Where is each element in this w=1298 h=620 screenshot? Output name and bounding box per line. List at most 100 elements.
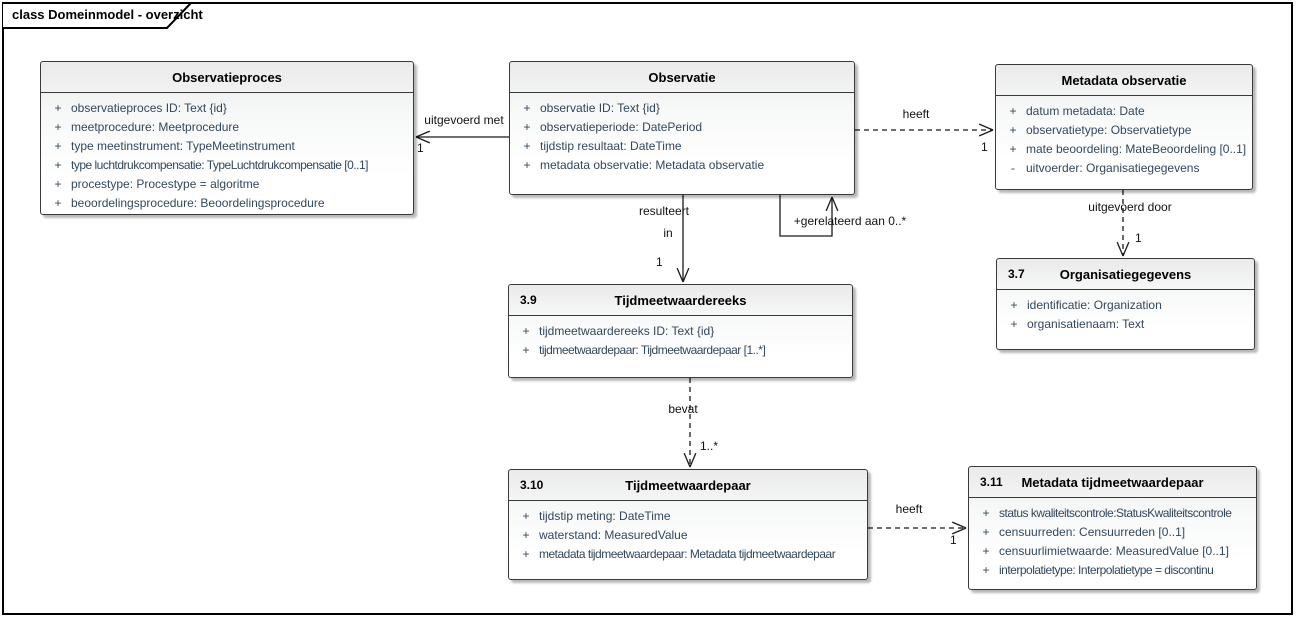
attribute-text: datum metadata: Date <box>1026 104 1145 118</box>
attribute-text: tijdstip meting: DateTime <box>539 509 671 523</box>
class-box-metadata-tijdmeetwaardepaar[interactable]: 3.11 Metadata tijdmeetwaardepaar + status k… <box>968 466 1257 590</box>
visibility-symbol: + <box>982 525 990 539</box>
arrowhead-uitgevoerd-met <box>415 130 431 138</box>
attribute-text: tijdstip resultaat: DateTime <box>540 139 682 153</box>
attribute-text: waterstand: MeasuredValue <box>539 528 688 542</box>
connector-label: heeft <box>902 107 930 121</box>
arrowhead-uitgevoerd-door <box>1116 241 1124 257</box>
arrowhead-gerelateerd-aan <box>831 196 839 212</box>
attribute-row: + interpolatietype: Interpolatietype = di… <box>969 561 1256 580</box>
visibility-symbol: + <box>982 506 990 520</box>
attribute-row: + type luchtdrukcompensatie: TypeLuchtdru… <box>41 156 413 175</box>
class-box-organisatiegegevens[interactable]: 3.7 Organisatiegegevens + identificatie: Or… <box>996 258 1255 350</box>
class-title: Tijdmeetwaardepaar <box>625 477 751 493</box>
visibility-symbol: + <box>54 196 62 210</box>
attribute-compartment: + identificatie: Organization +organisatie… <box>997 290 1254 334</box>
attribute-row: +procestype: Procestype = algoritme <box>41 175 413 194</box>
attribute-row: +type meetinstrument: TypeMeetinstrument <box>41 137 413 156</box>
connector-gerelateerd-aan[interactable] <box>779 195 833 237</box>
attribute-text: identificatie: Organization <box>1027 298 1162 312</box>
attribute-text: metadata tijdmeetwaardepaar: Metadata ti… <box>539 547 836 561</box>
arrowhead-uitgevoerd-door <box>1122 241 1130 257</box>
class-number: 3.11 <box>980 475 1003 489</box>
class-title: Metadata tijdmeetwaardepaar <box>1021 474 1204 490</box>
attribute-text: uitvoerder: Organisatiegegevens <box>1026 161 1200 175</box>
multiplicity-label: 1..* <box>700 439 719 453</box>
attribute-text: beoordelingsprocedure: Beoordelingsproce… <box>71 196 325 210</box>
multiplicity-label: 1 <box>1135 231 1142 245</box>
arrowhead-heeft-tijdmeetwaardepaar <box>951 521 967 529</box>
class-number: 3.9 <box>520 293 537 307</box>
visibility-symbol: + <box>982 544 990 558</box>
class-box-observatieproces[interactable]: Observatieproces+observatieproces ID: Te… <box>40 61 414 215</box>
attribute-row: +tijdmeetwaardereeks ID: Text {id} <box>509 322 852 341</box>
frame-tab-label: class Domeinmodel - overzicht <box>12 7 203 22</box>
class-header-observatie: Observatie <box>510 62 854 93</box>
visibility-symbol: + <box>1009 104 1017 118</box>
attribute-text: interpolatietype: Interpolatietype = dis… <box>999 563 1214 577</box>
connector-label: in <box>663 226 673 240</box>
connector-label: resulteert <box>638 204 690 218</box>
connector-label: bevat <box>668 402 698 416</box>
multiplicity-label: 1 <box>417 141 424 155</box>
attribute-text: tijdmeetwaardereeks ID: Text {id} <box>539 324 715 338</box>
attribute-text: type meetinstrument: TypeMeetinstrument <box>71 139 295 153</box>
connector-label: uitgevoerd met <box>424 113 504 127</box>
attribute-text: type luchtdrukcompensatie: TypeLuchtdruk… <box>71 158 368 172</box>
class-box-metadata-observatie[interactable]: Metadata observatie + datum metadata: Date… <box>995 64 1253 190</box>
frame-name-tab <box>2 2 194 29</box>
arrowhead-heeft-observatie <box>978 123 994 131</box>
visibility-symbol: + <box>54 158 62 172</box>
class-header-metadata-tijdmeetwaardepaar: 3.11 Metadata tijdmeetwaardepaar <box>969 467 1256 498</box>
connector-label: +gerelateerd aan 0..* <box>793 214 907 228</box>
attribute-row: +waterstand: MeasuredValue <box>509 526 867 545</box>
arrowhead-resulteert-in <box>682 267 690 283</box>
visibility-symbol: + <box>522 343 530 357</box>
attribute-row: +observatie ID: Text {id} <box>510 99 854 118</box>
attribute-text: tijdmeetwaardepaar: Tijdmeetwaardepaar [… <box>539 343 766 357</box>
attribute-row: +meetprocedure: Meetprocedure <box>41 118 413 137</box>
attribute-text: censuurlimietwaarde: MeasuredValue [0..1… <box>999 544 1229 558</box>
visibility-symbol: + <box>522 509 530 523</box>
visibility-symbol: + <box>522 547 530 561</box>
class-title: Organisatiegegevens <box>1059 266 1192 282</box>
class-header-observatieproces: Observatieproces <box>41 62 413 93</box>
attribute-compartment: +tijdmeetwaardereeks ID: Text {id}+tijdm… <box>509 316 852 360</box>
arrowhead-uitgevoerd-met <box>415 136 431 144</box>
attribute-row: +mate beoordeling: MateBeoordeling [0..1… <box>996 140 1252 159</box>
visibility-symbol: + <box>1010 298 1018 312</box>
class-title: Tijdmeetwaardereeks <box>614 292 747 308</box>
attribute-text: metadata observatie: Metadata observatie <box>540 158 765 172</box>
attribute-text: status kwaliteitscontrole:StatusKwalitei… <box>999 506 1232 520</box>
attribute-text: organisatienaam: Text <box>1027 317 1145 331</box>
attribute-compartment: +observatieproces ID: Text {id}+meetproc… <box>41 93 413 213</box>
visibility-symbol: + <box>523 120 531 134</box>
visibility-symbol: + <box>523 158 531 172</box>
visibility-symbol: + <box>1009 123 1017 137</box>
attribute-row: + observatietype: Observatietype <box>996 121 1252 140</box>
class-header-tijdmeetwaardereeks: 3.9 Tijdmeetwaardereeks <box>509 285 852 316</box>
visibility-symbol: + <box>523 139 531 153</box>
class-box-observatie[interactable]: Observatie+observatie ID: Text {id}+obse… <box>509 61 855 195</box>
visibility-symbol: + <box>54 120 62 134</box>
connector-label: heeft <box>895 502 923 516</box>
attribute-text: observatie ID: Text {id} <box>540 101 660 115</box>
visibility-symbol: + <box>982 563 990 577</box>
visibility-symbol: + <box>54 101 62 115</box>
attribute-row: + tijdstip meting: DateTime <box>509 507 867 526</box>
attribute-row: + beoordelingsprocedure: Beoordelingsproc… <box>41 194 413 213</box>
attribute-compartment: +observatie ID: Text {id}+observatieperi… <box>510 93 854 175</box>
attribute-compartment: + datum metadata: Date + observatietype: Ob… <box>996 96 1252 178</box>
arrowhead-bevat <box>689 452 697 468</box>
class-title: Metadata observatie <box>1061 72 1187 88</box>
attribute-row: + tijdmeetwaardepaar: Tijdmeetwaardepaar … <box>509 341 852 360</box>
attribute-row: +censuurreden: Censuurreden [0..1] <box>969 523 1256 542</box>
class-number: 3.7 <box>1008 267 1025 281</box>
attribute-text: observatietype: Observatietype <box>1026 123 1192 137</box>
attribute-row: +organisatienaam: Text <box>997 315 1254 334</box>
